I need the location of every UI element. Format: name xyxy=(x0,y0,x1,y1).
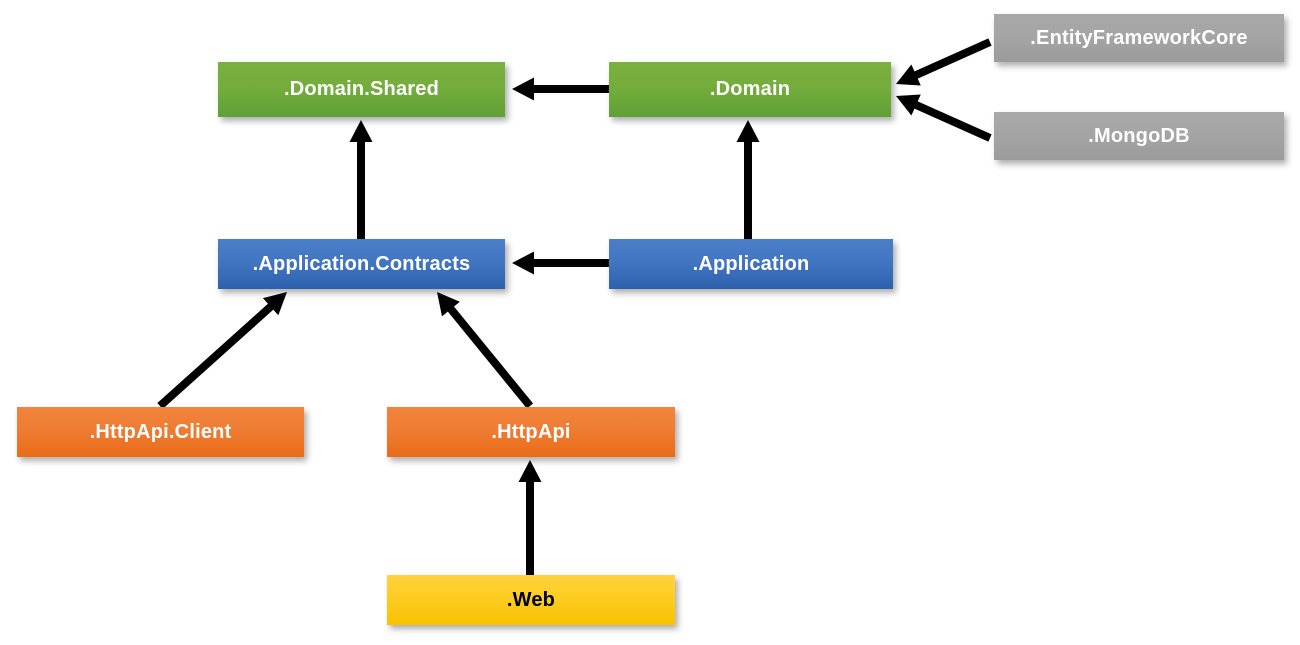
edge-arrow xyxy=(896,94,992,142)
node-label: .Web xyxy=(506,588,556,611)
node-label: .MongoDB xyxy=(1088,124,1190,147)
node-web[interactable]: .Web xyxy=(387,575,675,625)
node-label: .HttpApi xyxy=(491,420,571,443)
edge-arrow xyxy=(896,38,992,86)
node-label: .Application.Contracts xyxy=(252,252,471,275)
edge-arrow xyxy=(736,120,760,239)
node-label: .HttpApi.Client xyxy=(89,420,232,443)
node-httpapi-client[interactable]: .HttpApi.Client xyxy=(17,407,304,457)
edge-arrow xyxy=(157,292,287,409)
edge-arrow xyxy=(512,77,609,101)
node-mongodb[interactable]: .MongoDB xyxy=(994,112,1284,160)
node-label: .Domain.Shared xyxy=(283,78,440,100)
edge-arrow xyxy=(437,292,534,409)
node-label: .EntityFrameworkCore xyxy=(1030,26,1248,49)
node-httpapi[interactable]: .HttpApi xyxy=(387,407,675,457)
node-entityframeworkcore[interactable]: .EntityFrameworkCore xyxy=(994,14,1284,62)
node-label: .Application xyxy=(692,252,810,275)
node-domain[interactable]: .Domain xyxy=(609,62,891,117)
node-domain-shared[interactable]: .Domain.Shared xyxy=(218,62,505,117)
edge-arrow xyxy=(512,251,609,275)
edge-arrow xyxy=(349,120,373,239)
node-application[interactable]: .Application xyxy=(609,239,893,289)
node-label: .Domain xyxy=(709,78,791,100)
edge-arrow xyxy=(518,460,542,575)
node-application-contracts[interactable]: .Application.Contracts xyxy=(218,239,505,289)
